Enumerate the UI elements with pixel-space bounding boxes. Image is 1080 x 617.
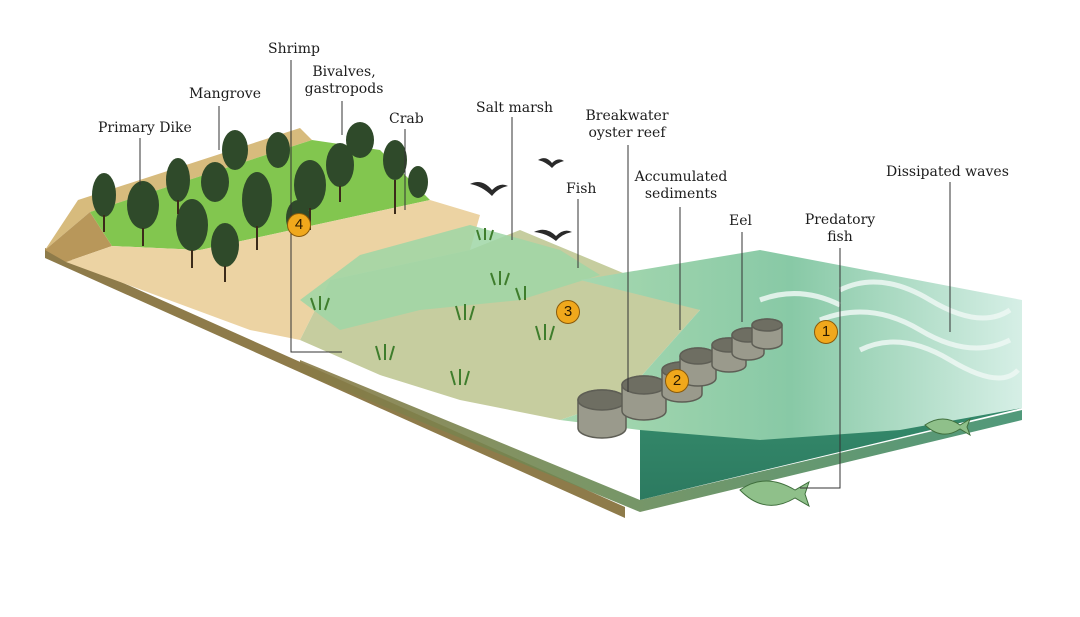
leader-lines xyxy=(139,60,951,489)
label-primary-dike: Primary Dike xyxy=(98,120,192,136)
mangrove-floor xyxy=(66,200,480,340)
dike-slope xyxy=(45,212,112,262)
zone-badge-2: 2 xyxy=(665,369,689,393)
zone-badge-1: 1 xyxy=(814,320,838,344)
label-mangrove: Mangrove xyxy=(189,86,261,102)
label-salt-marsh: Salt marsh xyxy=(476,100,554,116)
zone-badge-4: 4 xyxy=(287,213,311,237)
label-eel: Eel xyxy=(729,213,752,229)
label-shrimp: Shrimp xyxy=(268,41,321,57)
label-breakwater-oyster-reef: Breakwater oyster reef xyxy=(585,108,669,141)
zone-badge-3: 3 xyxy=(556,300,580,324)
label-crab: Crab xyxy=(389,111,424,127)
label-fish: Fish xyxy=(566,181,597,197)
label-accumulated-sediments: Accumulated sediments xyxy=(634,169,728,202)
birds xyxy=(470,158,572,241)
tidal-water xyxy=(300,225,600,330)
label-dissipated-waves: Dissipated waves xyxy=(886,164,1009,180)
predatory-fish xyxy=(739,417,971,508)
label-predatory-fish: Predatory fish xyxy=(804,212,876,245)
label-bivalves-gastropods: Bivalves, gastropods xyxy=(304,64,384,97)
marsh-grasses xyxy=(310,228,555,386)
dissipated-waves xyxy=(759,279,1020,381)
